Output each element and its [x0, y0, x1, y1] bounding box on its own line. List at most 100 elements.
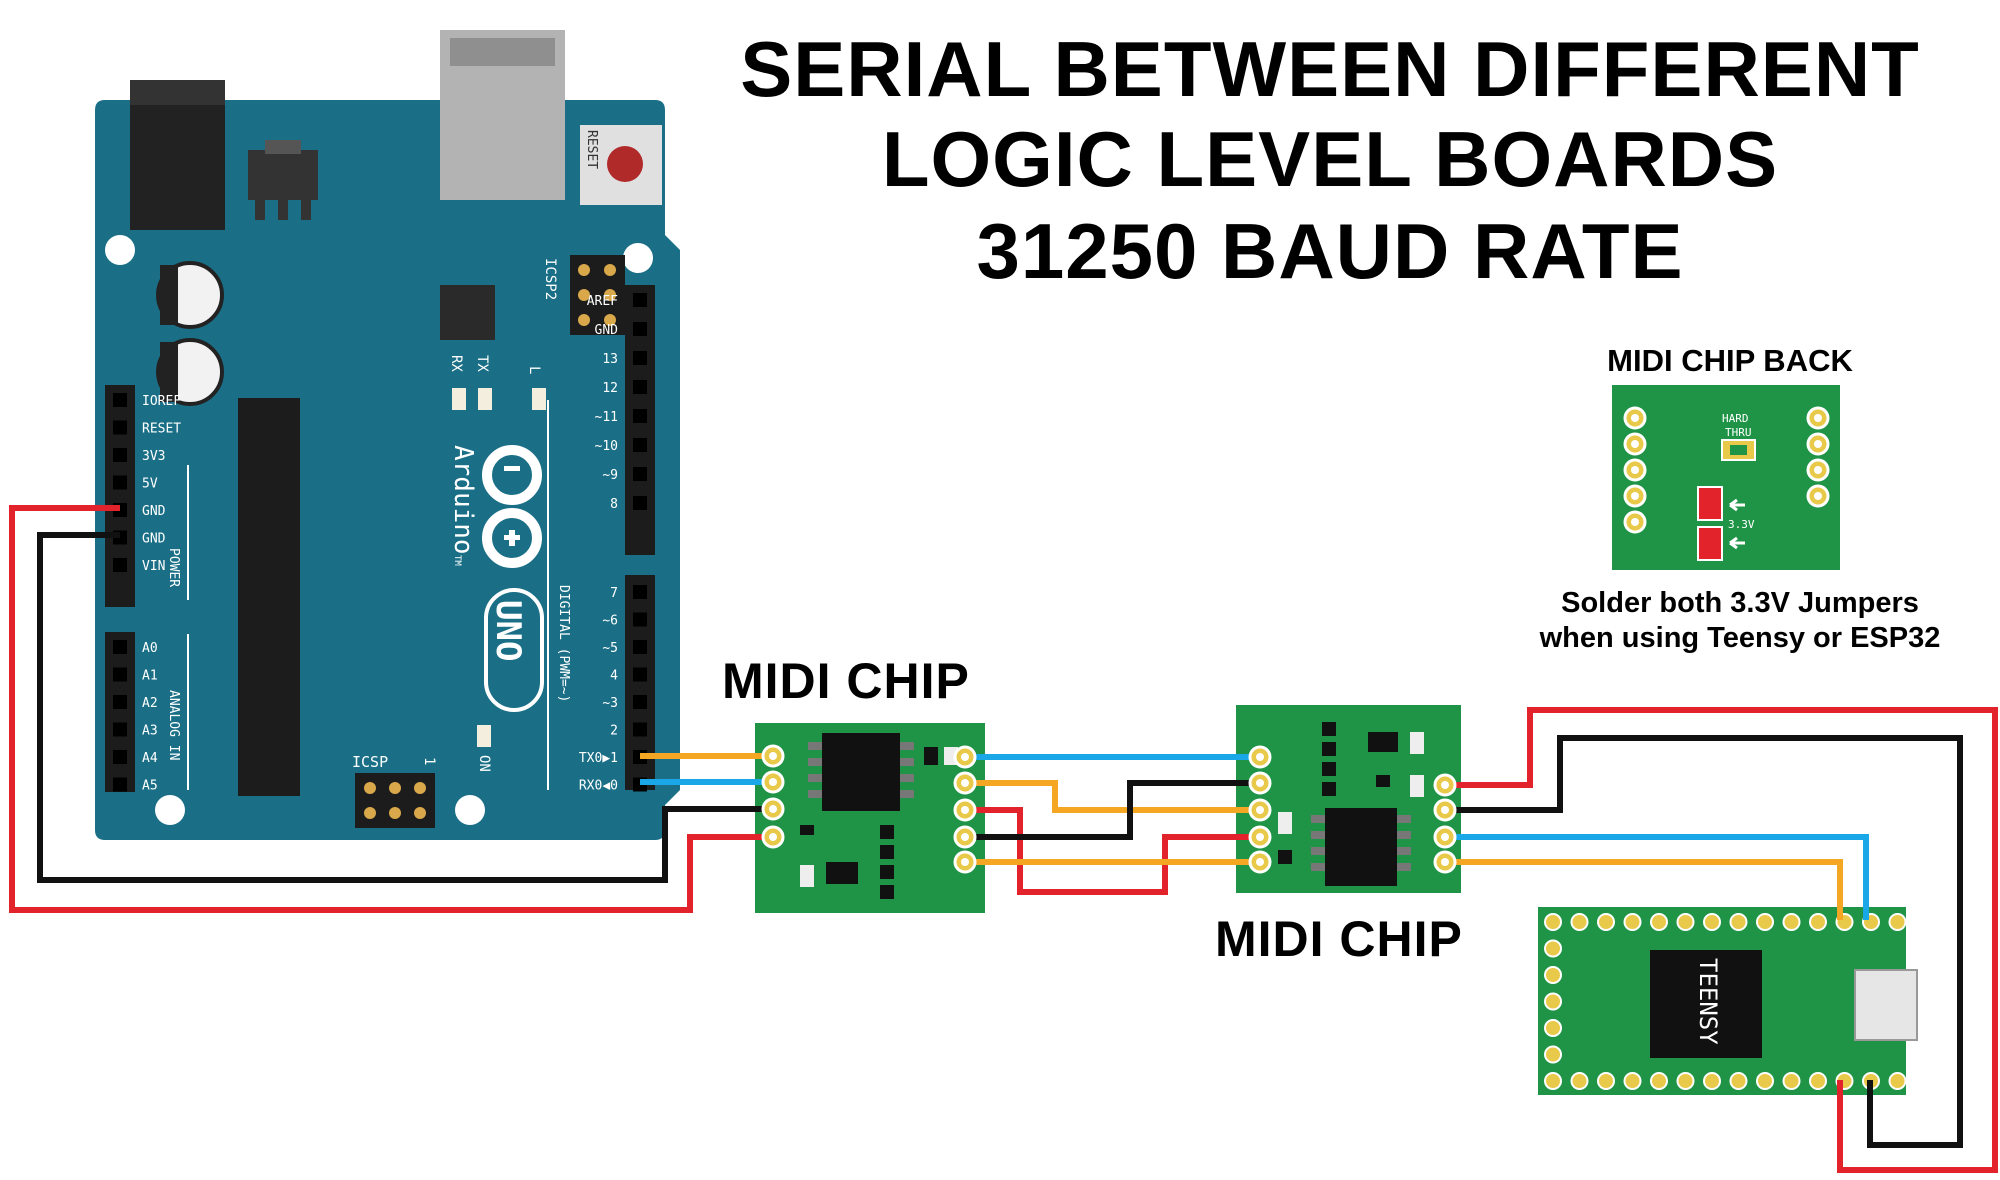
wire-black-m1-m2 — [965, 780, 1260, 840]
wire-red-m1-m2 — [965, 807, 1260, 895]
power-pin-label: GND — [142, 532, 166, 547]
teensy-pad — [1544, 913, 1562, 931]
analog-pin — [113, 695, 127, 709]
power-pin-label: 3V3 — [142, 449, 165, 464]
teensy-pad — [1703, 913, 1721, 931]
midi1-right-pad-hole — [961, 858, 969, 866]
analog-pin — [113, 777, 127, 792]
wire-red-m2-teensy — [1445, 707, 1998, 1173]
on-led — [477, 725, 491, 747]
midi-back-left-pad-hole — [1631, 414, 1639, 422]
digital-pin-label: ~11 — [595, 410, 618, 425]
midi-back-right-pad-hole — [1814, 492, 1822, 500]
usb-port-overlay — [440, 100, 565, 200]
midi-chip-2-ic — [1325, 808, 1397, 886]
teensy-label: TEENSY — [1694, 958, 1722, 1045]
mount-hole — [105, 235, 135, 265]
jumper-3v3-bottom — [1697, 526, 1723, 561]
tx-led — [478, 388, 492, 410]
digital-pin — [633, 322, 647, 336]
teensy-pad — [1809, 913, 1827, 931]
thru-label: THRU — [1725, 426, 1752, 439]
power-pin-label: GND — [142, 504, 166, 519]
power-header-label: POWER — [166, 548, 181, 587]
digital-pin-label: ~5 — [602, 641, 618, 656]
midi-back-right-pad-hole — [1814, 440, 1822, 448]
teensy-pad — [1756, 913, 1774, 931]
analog-pin-label: A3 — [142, 724, 158, 739]
reset-button[interactable] — [607, 146, 643, 182]
mount-hole — [155, 795, 185, 825]
teensy-pad — [1782, 913, 1801, 931]
arduino-uno-board: RESET ICSP2 TX RX L — [95, 30, 680, 840]
digital-pin-label: 2 — [610, 724, 618, 739]
midi-chip-back-pcb — [1612, 385, 1840, 570]
wire-black-m2-teensy — [1445, 735, 1963, 1148]
analog-pin-label: A5 — [142, 779, 158, 794]
digital-pin-label: ~6 — [602, 614, 618, 629]
power-jack-top — [130, 80, 225, 105]
midi1-left-pad-hole — [769, 778, 777, 786]
teensy-pad — [1756, 1072, 1774, 1090]
midi2-right-pad-hole — [1441, 806, 1449, 814]
jumper-note-line-2: when using Teensy or ESP32 — [1539, 622, 1941, 654]
teensy-pad — [1544, 966, 1562, 984]
digital-pin — [633, 293, 647, 307]
digital-pin-label: ~10 — [595, 439, 618, 454]
midi1-right-pad-hole — [961, 806, 969, 814]
wire-blue-m2-teensy — [1445, 834, 1869, 920]
wire-orange-m1-m2 — [965, 780, 1260, 813]
teensy-pad — [1544, 1045, 1562, 1064]
midi2-left-pad-hole — [1256, 806, 1264, 814]
midi-chip-2 — [1236, 705, 1461, 893]
teensy-pad — [1544, 939, 1562, 958]
analog-pin — [113, 667, 127, 682]
digital-pin — [633, 380, 647, 394]
teensy-pad — [1544, 992, 1562, 1011]
midi2-left-pad-hole — [1256, 779, 1264, 787]
jumper-note-line-1: Solder both 3.3V Jumpers — [1561, 587, 1919, 619]
digital-pin — [633, 438, 647, 452]
teensy-usb — [1854, 969, 1918, 1041]
analog-pin-label: A4 — [142, 751, 158, 766]
teensy-pad — [1676, 1072, 1695, 1090]
teensy-board: TEENSY — [1538, 907, 1918, 1095]
midi2-right-pad-hole — [1441, 833, 1449, 841]
usb-port-inner — [450, 38, 555, 66]
title-line-1: SERIAL BETWEEN DIFFERENT — [740, 25, 1920, 113]
digital-pin — [633, 585, 647, 599]
usb-chip — [440, 285, 495, 340]
digital-pin — [633, 409, 647, 423]
title-line-2: LOGIC LEVEL BOARDS — [881, 115, 1779, 203]
icsp-label: ICSP — [352, 753, 388, 771]
teensy-pad — [1888, 1072, 1907, 1090]
midi1-left-pad-hole — [769, 752, 777, 760]
power-pin — [113, 420, 127, 435]
analog-pin-label: A1 — [142, 669, 158, 684]
midi-chip-2-ic-legs — [1311, 815, 1411, 871]
midi-back-right-pad-hole — [1814, 466, 1822, 474]
teensy-pad — [1623, 913, 1642, 931]
teensy-pad — [1597, 913, 1615, 931]
icsp-pin1-label: 1 — [421, 757, 437, 765]
midi-back-right-pad-hole — [1814, 414, 1822, 422]
midi1-left-pad-hole — [769, 805, 777, 813]
reset-label: RESET — [584, 130, 599, 169]
midi-chip-1-label: MIDI CHIP — [722, 653, 970, 709]
digital-pin-label: 7 — [610, 586, 618, 601]
power-pin-label: IOREF — [142, 394, 181, 409]
analog-header-label: ANALOG IN — [166, 690, 181, 760]
teensy-pad — [1570, 1072, 1589, 1090]
midi-chip-back-title: MIDI CHIP BACK — [1607, 343, 1853, 378]
analog-pin — [113, 640, 127, 654]
atmega-chip — [238, 398, 300, 796]
digital-pin — [633, 667, 647, 682]
midi-chip-2-label: MIDI CHIP — [1215, 911, 1463, 967]
midi2-left-pad-hole — [1256, 833, 1264, 841]
midi-back-left-pad-hole — [1631, 492, 1639, 500]
analog-pin-label: A2 — [142, 696, 158, 711]
title-line-3: 31250 BAUD RATE — [976, 207, 1684, 295]
midi1-right-pad-hole — [961, 779, 969, 787]
digital-pin-label: 13 — [602, 352, 618, 367]
